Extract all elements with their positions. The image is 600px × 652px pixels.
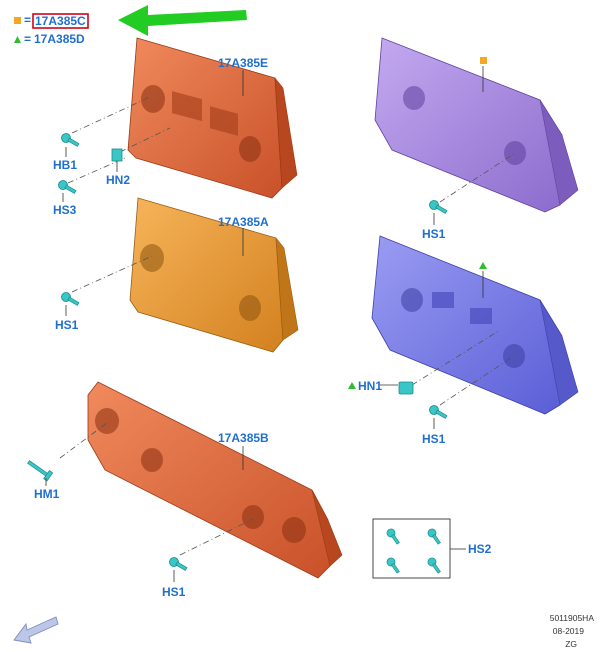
highlight-box bbox=[32, 13, 89, 29]
bracket-17a385b: 17A385B bbox=[87, 381, 343, 579]
footer-code: 5011905HA bbox=[550, 613, 595, 623]
bracket-17a385c bbox=[374, 37, 579, 213]
label-hs1-mid-left: HS1 bbox=[55, 318, 79, 332]
triangle-marker-icon bbox=[479, 262, 487, 269]
label-hn1: HN1 bbox=[358, 379, 382, 393]
triangle-hn1-icon bbox=[348, 382, 356, 389]
bracket-17a385e: 17A385E bbox=[127, 37, 298, 199]
hs2-kit-box: HS2 bbox=[372, 518, 492, 579]
hb1-bolt-icon bbox=[59, 131, 81, 150]
label-hb1: HB1 bbox=[53, 158, 77, 172]
hs3-screw-icon bbox=[56, 178, 78, 197]
label-hn2: HN2 bbox=[106, 173, 130, 187]
triangle-symbol-icon bbox=[14, 36, 21, 43]
hn2-nut-icon bbox=[111, 148, 123, 162]
label-17a385e: 17A385E bbox=[218, 56, 268, 70]
fastener-group-top-left: HB1 HN2 HS3 bbox=[53, 96, 171, 217]
square-marker-icon bbox=[480, 57, 487, 64]
footer: 5011905HA 08-2019 ZG bbox=[550, 613, 595, 649]
bracket-17a385a: 17A385A bbox=[129, 197, 299, 353]
pointer-arrow-icon bbox=[118, 5, 247, 36]
fastener-hs1-mid-right: HS1 bbox=[422, 355, 515, 446]
legend-square-part: 17A385C bbox=[35, 14, 86, 28]
fastener-hn1: HN1 bbox=[348, 329, 501, 395]
hs1-screw-icon bbox=[427, 403, 449, 422]
legend-triangle-equals: = bbox=[24, 32, 31, 46]
label-hm1: HM1 bbox=[34, 487, 60, 501]
label-hs2: HS2 bbox=[468, 542, 492, 556]
hs1-screw-icon bbox=[59, 290, 81, 309]
fastener-hs1-bottom: HS1 bbox=[162, 518, 254, 599]
label-hs1-mid-right: HS1 bbox=[422, 432, 446, 446]
legend: = 17A385C = 17A385D bbox=[14, 13, 89, 46]
legend-triangle-part: 17A385D bbox=[34, 32, 85, 46]
footer-date: 08-2019 bbox=[553, 626, 584, 636]
hn1-clip-icon bbox=[398, 381, 414, 395]
footer-initials: ZG bbox=[565, 639, 577, 649]
fastener-hs1-top-right: HS1 bbox=[422, 152, 516, 241]
bracket-17a385d bbox=[371, 235, 579, 415]
label-17a385b: 17A385B bbox=[218, 431, 269, 445]
back-arrow-icon[interactable] bbox=[13, 616, 59, 644]
hm1-stud-icon bbox=[27, 460, 54, 482]
legend-square-equals: = bbox=[24, 13, 31, 27]
label-hs1-top-right: HS1 bbox=[422, 227, 446, 241]
label-hs1-bottom: HS1 bbox=[162, 585, 186, 599]
label-hs3: HS3 bbox=[53, 203, 77, 217]
square-symbol-icon bbox=[14, 17, 21, 24]
label-17a385a: 17A385A bbox=[218, 215, 269, 229]
fastener-hm1: HM1 bbox=[27, 422, 108, 501]
hs1-screw-icon bbox=[167, 555, 189, 574]
hs1-screw-icon bbox=[427, 198, 449, 217]
fastener-hs1-mid-left: HS1 bbox=[55, 255, 153, 332]
